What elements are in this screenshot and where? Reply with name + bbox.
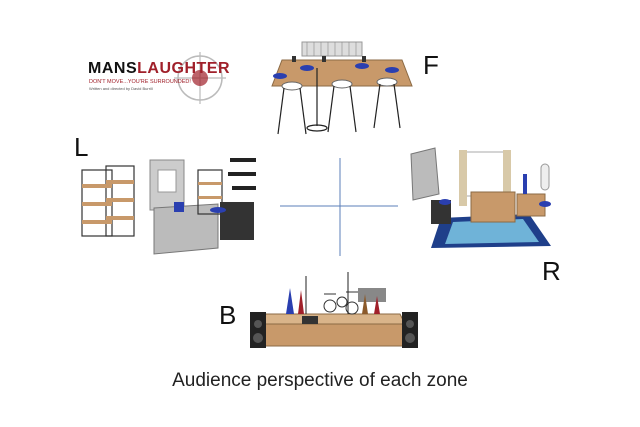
zone-label-r: R [542, 256, 561, 286]
center-axis-cross [280, 158, 398, 256]
caption: Audience perspective of each zone [172, 370, 468, 391]
logo-title: MANSLAUGHTER [88, 60, 230, 78]
zone-label-b: B [219, 300, 237, 330]
logo-title-part1: MANS [88, 60, 138, 77]
manslaughter-logo: MANSLAUGHTER DON'T MOVE...YOU'RE SURROUN… [88, 52, 230, 104]
logo-credit: Written and directed by David Burrill [89, 86, 153, 91]
crosshair-icon [174, 52, 226, 104]
zone-r-bedroom-illustration [410, 147, 551, 248]
zone-label-l: L [74, 132, 89, 162]
logo-title-part2: LAUGHTER [137, 60, 230, 77]
zone-l-gunshop-illustration [81, 158, 256, 255]
logo-tagline: DON'T MOVE...YOU'RE SURROUNDED! [89, 79, 191, 85]
zone-f-bar-illustration [271, 41, 413, 135]
zone-label-f: F [423, 50, 439, 80]
zone-b-stage-illustration [250, 272, 418, 348]
